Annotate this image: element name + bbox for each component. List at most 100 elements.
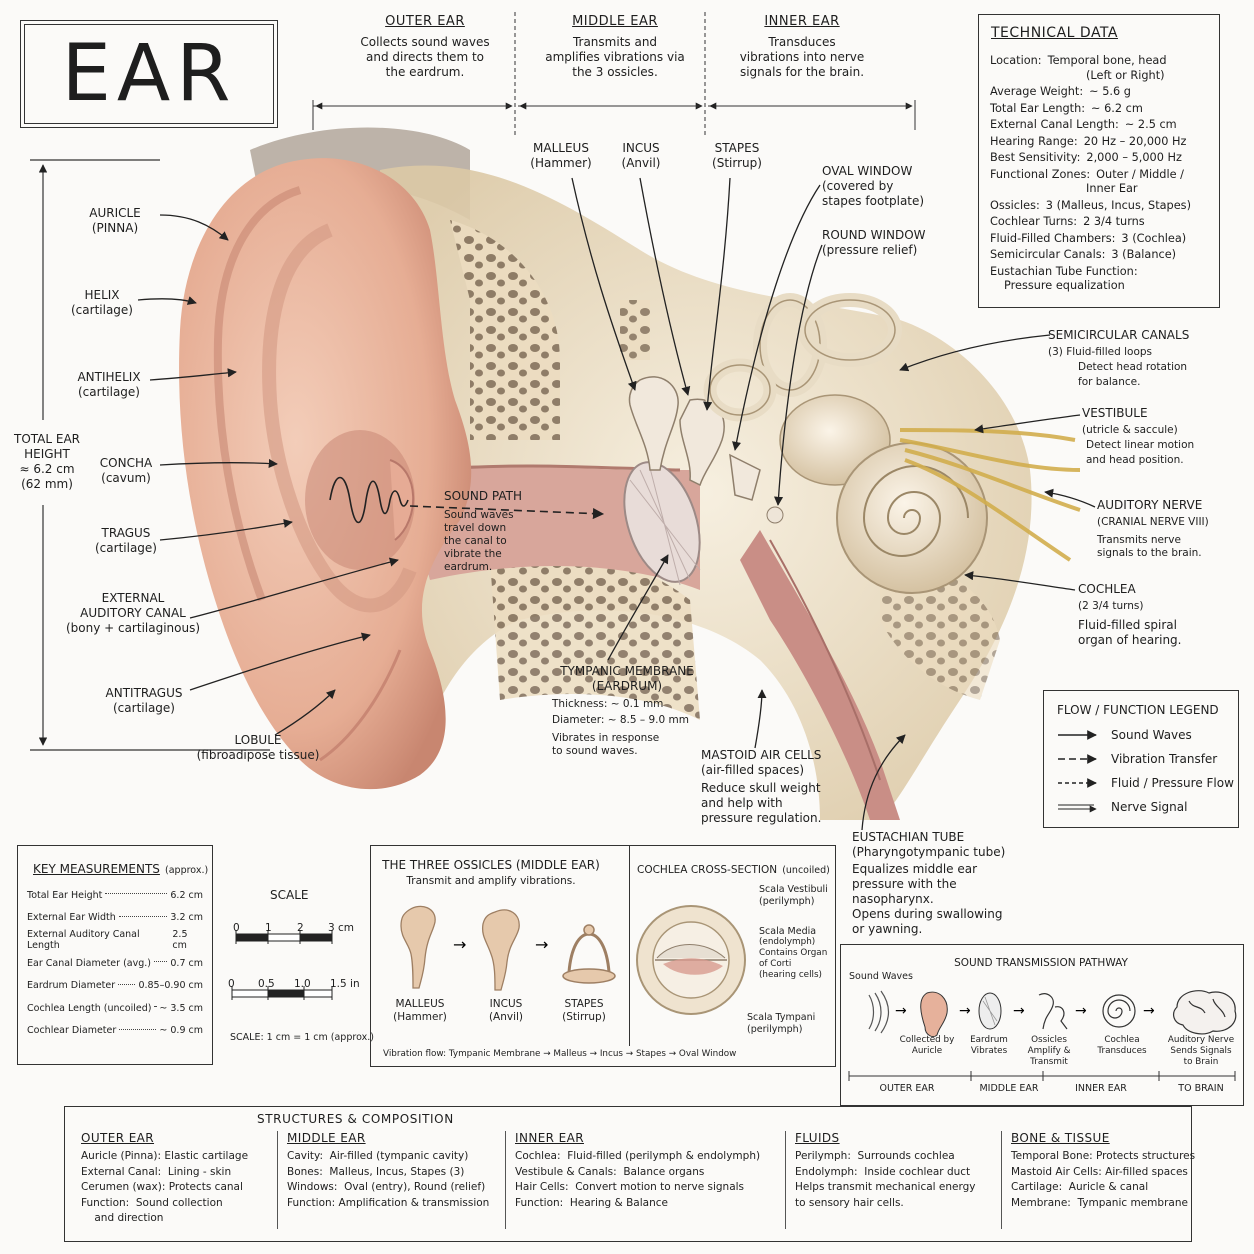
scala-media-name: Scala Media (759, 926, 817, 937)
scale-panel: SCALE 0 1 2 3 cm 0 0.5 1.0 1.5 in SCALE:… (222, 880, 374, 1050)
measurement-row: Ear Canal Diameter (avg.) 0.7 cm (27, 952, 203, 975)
tech-row: Average Weight:~ 5.6 g (990, 84, 1216, 101)
scala-vestibuli-name: Scala Vestibuli (759, 884, 828, 895)
label-cochlea-d1: (2 3/4 turns) (1078, 600, 1144, 612)
scala-vestibuli: Scala Vestibuli (perilymph) (759, 884, 831, 908)
pathway-step-ossicles-l2: Amplify & Transmit (1027, 1046, 1071, 1067)
temporal-bone-shape (380, 165, 1032, 821)
pathway-arrow-2: → (959, 1003, 971, 1019)
label-external-canal-name2: AUDITORY CANAL (80, 606, 186, 620)
pathway-zone-middle: MIDDLE EAR (979, 1083, 1039, 1094)
tech-row-key: Hearing Range: (990, 134, 1078, 148)
label-vestibule-d3: and head position. (1086, 454, 1184, 466)
label-auditory-nerve-d2: Transmits nerve (1097, 534, 1181, 546)
measurement-key: Cochlear Diameter (27, 1025, 117, 1037)
height-label-l3: ≈ 6.2 cm (19, 462, 75, 476)
cm-tick-0: 0 (233, 922, 240, 934)
zone-dividers (312, 12, 916, 135)
tech-row: Functional Zones:Outer / Middle / (990, 167, 1216, 184)
auditory-nerve-shape (899, 428, 1081, 562)
measurement-leader (153, 961, 168, 963)
label-tympanic: TYMPANIC MEMBRANE (EARDRUM) Thickness: ~… (552, 664, 702, 758)
label-semicircular-d2: Detect head rotation (1078, 361, 1188, 373)
label-malleus-name: MALLEUS (533, 141, 589, 155)
label-vestibule-d2: Detect linear motion (1086, 439, 1195, 451)
measurement-value: 6.2 cm (170, 889, 203, 901)
tech-row-key: Best Sensitivity: (990, 151, 1081, 164)
pathway-arrow-1: → (895, 1003, 907, 1019)
brain-icon (1173, 990, 1237, 1035)
tech-row: Hearing Range: 20 Hz – 20,000 Hz (990, 134, 1216, 151)
pathway-step-nerve: Auditory Nerve Sends Signals to Brain (1161, 1035, 1241, 1068)
measurement-key: Cochlea Length (uncoiled) (27, 1002, 152, 1014)
tech-row-value: ~ 5.6 g (1089, 85, 1131, 98)
ossicles-icon (1038, 993, 1068, 1030)
label-eustachian-d1: (Pharyngotympanic tube) (852, 845, 1006, 859)
structures-column-line: to sensory hair cells. (795, 1196, 904, 1209)
height-label: TOTAL EAR HEIGHT ≈ 6.2 cm (62 mm) (2, 432, 92, 492)
vibration-flow: Vibration flow: Tympanic Membrane → Mall… (383, 1049, 737, 1059)
measurements-title-text: KEY MEASUREMENTS (33, 862, 160, 876)
label-tympanic-d3: Vibrates in response (552, 732, 660, 744)
technical-data-rows: Location:Temporal bone, head(Left or Rig… (990, 53, 1216, 295)
ossicle-item-incus: INCUS (Anvil) (471, 998, 541, 1024)
structures-column-line: and direction (81, 1212, 164, 1224)
label-antihelix-name: ANTIHELIX (77, 370, 141, 384)
label-concha-name: CONCHA (99, 456, 153, 470)
ossicle-mini-arrow-2: → (535, 935, 548, 954)
ossicles-shape (628, 376, 761, 501)
in-tick-0: 0 (228, 978, 235, 990)
tech-row-value: Outer / Middle / (1096, 167, 1184, 181)
ossicles-mini-art: → → (400, 905, 616, 991)
structures-column-line: Membrane: Tympanic membrane (1011, 1196, 1188, 1209)
pathway-step-ossicles-l1: Ossicles (1031, 1035, 1067, 1045)
label-semicircular-d3: for balance. (1078, 376, 1141, 388)
pathway-zone-bar (848, 1071, 1236, 1081)
legend-item-vibration: Vibration Transfer (1111, 752, 1218, 766)
label-malleus-sub: (Hammer) (530, 156, 592, 170)
label-incus-name: INCUS (622, 141, 660, 155)
label-cochlea-d3: organ of hearing. (1078, 633, 1182, 647)
pathway-step-nerve-l2: Sends Signals (1170, 1046, 1232, 1056)
pathway-panel: SOUND TRANSMISSION PATHWAY Sound Waves →… (840, 944, 1244, 1106)
cochlea-panel-title-text: COCHLEA CROSS-SECTION (637, 864, 778, 876)
label-incus: INCUS (Anvil) (612, 141, 670, 171)
label-oval-window-d2: stapes footplate) (822, 194, 925, 208)
label-antitragus-name: ANTITRAGUS (105, 686, 183, 700)
scale-bars (231, 930, 333, 1000)
structures-column-line: Helps transmit mechanical energy (795, 1181, 976, 1193)
measurement-leader (119, 1028, 157, 1030)
structures-column-line: Windows: Oval (entry), Round (relief) (287, 1181, 486, 1193)
tech-row-key: Total Ear Length: (990, 101, 1086, 115)
height-label-l2: HEIGHT (24, 447, 70, 461)
tech-row-value: ~ 2.5 cm (1124, 118, 1177, 131)
ossicle-item-incus-name: INCUS (489, 998, 523, 1010)
measurement-value: 0.85–0.90 cm (138, 980, 203, 992)
ossicle-item-stapes: STAPES (Stirrup) (549, 998, 619, 1024)
measurement-value: 2.5 cm (172, 929, 188, 952)
cm-tick-1: 1 (265, 922, 272, 934)
label-eustachian: EUSTACHIAN TUBE (Pharyngotympanic tube) … (852, 830, 1022, 937)
pathway-arrow-4: → (1075, 1003, 1087, 1019)
zone-middle: MIDDLE EAR Transmits and amplifies vibra… (520, 14, 710, 80)
structures-divider (1001, 1131, 1002, 1229)
measurement-key: Ear Canal Diameter (avg.) (27, 957, 151, 969)
measurement-key: Total Ear Height (27, 889, 103, 901)
label-auricle-name: AURICLE (89, 206, 141, 220)
measurement-leader (154, 1006, 157, 1008)
label-sound-path: SOUND PATH Sound waves travel down the c… (444, 489, 554, 574)
scala-media: Scala Media (endolymph) Contains Organ o… (759, 926, 831, 981)
pathway-arrow-3: → (1013, 1003, 1025, 1019)
measurement-value: 0.7 cm (170, 957, 203, 969)
cochlea-panel-title: COCHLEA CROSS-SECTION (uncoiled) (637, 858, 830, 877)
tech-row-value: 20 Hz – 20,000 Hz (1083, 134, 1187, 148)
tech-row-key: Location: (990, 54, 1042, 67)
pinna-shape (179, 158, 472, 790)
pathway-step-nerve-l3: to Brain (1183, 1057, 1219, 1067)
structures-column-title: FLUIDS (795, 1131, 840, 1145)
label-mastoid-d1: (air-filled spaces) (701, 763, 805, 777)
